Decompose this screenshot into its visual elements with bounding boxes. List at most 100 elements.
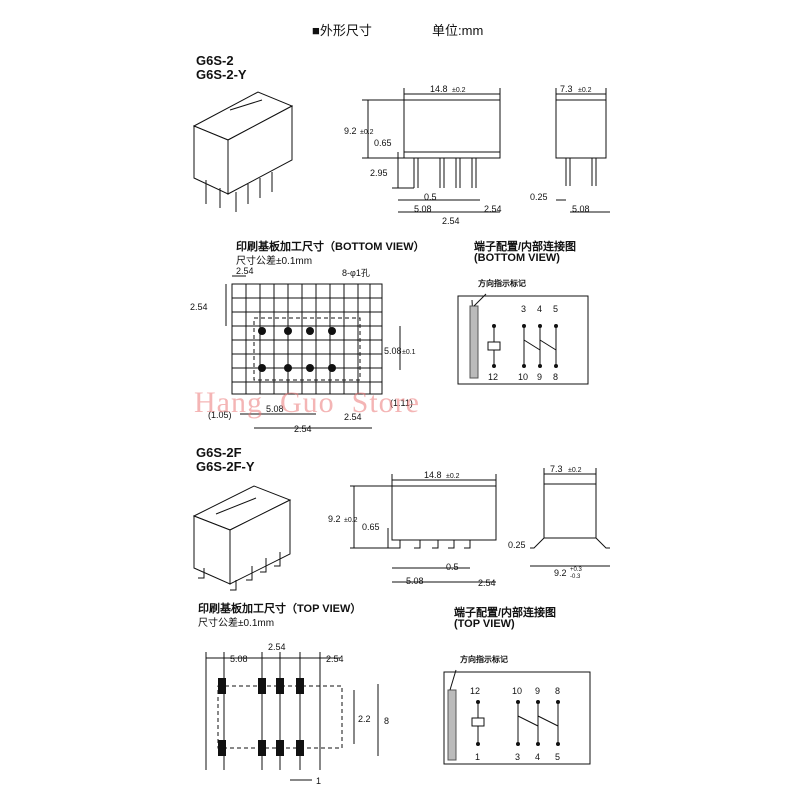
pcb-a-254-top: 2.54 — [236, 266, 254, 276]
header-unit: 单位:mm — [432, 23, 484, 38]
pcb-hole — [328, 327, 336, 335]
dim-a-height-tol: ±0.2 — [360, 129, 374, 136]
pcb-pad — [258, 678, 266, 694]
dim-b-length-tol: ±0.2 — [446, 473, 460, 480]
model-a-line1: G6S-2 — [196, 53, 234, 68]
term-b-pin-10: 10 — [512, 686, 522, 696]
pcb-b-pad-rects — [218, 678, 304, 756]
dim-b-05: 0.5 — [446, 562, 459, 572]
term-a-pin-3: 3 — [521, 304, 526, 314]
term-a-pin-5: 5 — [553, 304, 558, 314]
dim-b-065: 0.65 — [362, 522, 380, 532]
dim-b-height-tol: ±0.2 — [344, 517, 358, 524]
dim-b-508: 5.08 — [406, 576, 424, 586]
pcb-b-1: 1 — [316, 776, 321, 786]
dim-b-92-tol-up: +0.3 — [570, 567, 583, 573]
model-a-title: G6S-2 G6S-2-Y — [196, 54, 247, 82]
pcb-a-254-left: 2.54 — [190, 302, 208, 312]
pcb-a-pitch-tol: ±0.1 — [402, 349, 416, 356]
dim-a-length-tol: ±0.2 — [452, 87, 466, 94]
pcb-b-254a: 2.54 — [268, 642, 286, 652]
dim-b-width: 7.3 — [550, 464, 563, 474]
dim-b-length: 14.8 — [424, 470, 442, 480]
pcb-a-grid — [225, 275, 401, 429]
pcb-a-111: (1.11) — [390, 398, 413, 408]
pcb-a-holes — [258, 327, 336, 372]
dim-b-width-tol: ±0.2 — [568, 467, 582, 474]
pcb-pad — [218, 678, 226, 694]
term-b-pin-12: 12 — [470, 686, 480, 696]
term-a-pin-4: 4 — [537, 304, 542, 314]
pcb-pad — [296, 740, 304, 756]
dim-b-92-tol-dn: -0.3 — [570, 574, 581, 580]
term-b-pin-9: 9 — [535, 686, 540, 696]
term-b-pin-4: 4 — [535, 752, 540, 762]
dim-a-254a: 2.54 — [442, 216, 460, 226]
term-a-pin-12: 12 — [488, 372, 498, 382]
pcb-a-title: 印刷基板加工尺寸（BOTTOM VIEW） — [236, 241, 425, 253]
dim-b-254: 2.54 — [478, 578, 496, 588]
terminal-b-frame — [443, 669, 591, 765]
term-a-pin-9: 9 — [537, 372, 542, 382]
pcb-hole — [258, 327, 266, 335]
term-b-title: 端子配置/内部连接图 — [454, 607, 557, 619]
term-a-view: (BOTTOM VIEW) — [474, 252, 560, 264]
pcb-pad — [258, 740, 266, 756]
dim-a-065: 0.65 — [374, 138, 392, 148]
model-b-line1: G6S-2F — [196, 445, 242, 460]
pcb-a-tolerance: 尺寸公差±0.1mm — [236, 256, 313, 267]
pcb-b-tolerance: 尺寸公差±0.1mm — [198, 618, 275, 629]
pcb-a-105: (1.05) — [208, 410, 232, 420]
term-a-pin-8: 8 — [553, 372, 558, 382]
term-b-pin-3: 3 — [515, 752, 520, 762]
term-a-title: 端子配置/内部连接图 — [474, 241, 577, 253]
relay-a-3d-view — [192, 91, 294, 212]
dim-a-025: 0.25 — [530, 192, 548, 202]
relay-b-3d-view — [192, 485, 292, 591]
relay-a-side-view — [555, 88, 610, 213]
term-b-pin-1: 1 — [475, 752, 480, 762]
pcb-b-508: 5.08 — [230, 654, 248, 664]
pcb-b-22: 2.2 — [358, 714, 371, 724]
dim-a-508: 5.08 — [414, 204, 432, 214]
term-a-pin-10: 10 — [518, 372, 528, 382]
pcb-pad — [218, 740, 226, 756]
dim-b-025: 0.25 — [508, 540, 526, 550]
dim-b-height: 9.2 — [328, 514, 341, 524]
terminal-a-frame — [457, 293, 589, 385]
dim-a-length: 14.8 — [430, 84, 448, 94]
relay-b-front-view — [350, 474, 497, 583]
dim-a-width: 7.3 — [560, 84, 573, 94]
model-a-line2: G6S-2-Y — [196, 67, 247, 82]
relay-b-side-view — [530, 468, 610, 567]
store-watermark: Hang Guo Store — [194, 386, 420, 419]
dim-b-92: 9.2 — [554, 568, 567, 578]
dim-a-05: 0.5 — [424, 192, 437, 202]
dim-a-508b: 5.08 — [572, 204, 590, 214]
term-b-view: (TOP VIEW) — [454, 618, 515, 630]
dim-a-295: 2.95 — [370, 168, 388, 178]
dim-a-width-tol: ±0.2 — [578, 87, 592, 94]
pcb-a-holes-label: 8-φ1孔 — [342, 268, 370, 278]
pcb-hole — [284, 327, 292, 335]
pcb-pad — [276, 678, 284, 694]
terminal-pin-dots — [476, 324, 560, 746]
pcb-a-254b: 2.54 — [294, 424, 312, 434]
pcb-b-254b: 2.54 — [326, 654, 344, 664]
pcb-a-pitch: 5.08 — [384, 346, 402, 356]
pcb-b-pads — [205, 652, 379, 781]
model-b-line2: G6S-2F-Y — [196, 459, 255, 474]
pcb-hole — [258, 364, 266, 372]
dim-a-254b: 2.54 — [484, 204, 502, 214]
term-a-mark: 方向指示标记 — [478, 278, 526, 288]
dim-a-height: 9.2 — [344, 126, 357, 136]
relay-a-front-view — [362, 88, 501, 213]
term-b-pin-5: 5 — [555, 752, 560, 762]
pcb-b-title: 印刷基板加工尺寸（TOP VIEW） — [198, 603, 362, 615]
pcb-pad — [276, 740, 284, 756]
pcb-b-8: 8 — [384, 716, 389, 726]
pcb-hole — [306, 364, 314, 372]
pcb-hole — [306, 327, 314, 335]
pcb-hole — [328, 364, 336, 372]
